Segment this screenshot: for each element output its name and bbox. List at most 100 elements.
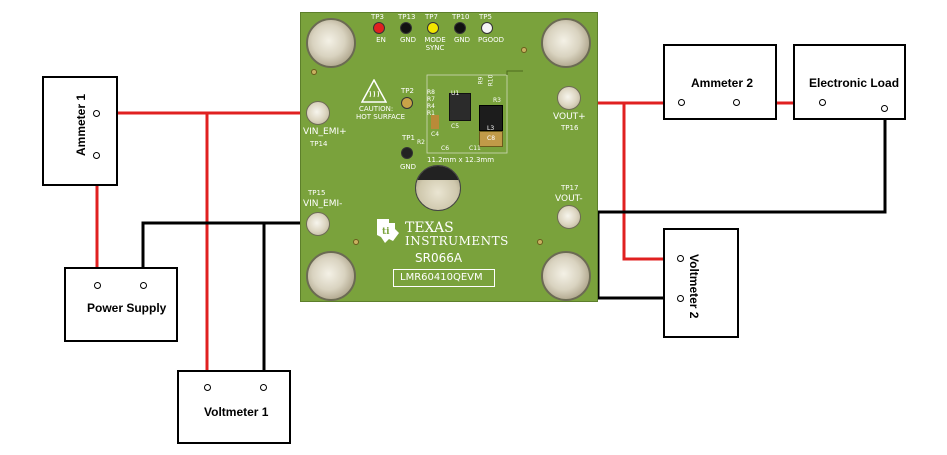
vout-positive-tp: TP16 bbox=[561, 124, 579, 132]
svg-text:ti: ti bbox=[382, 227, 390, 237]
power-supply-box: Power Supply bbox=[64, 267, 178, 342]
test-point-1 bbox=[400, 22, 412, 34]
ammeter-2-box: Ammeter 2 bbox=[663, 44, 777, 120]
ammeter-2-terminal-negative bbox=[733, 99, 740, 106]
test-point-name: PGOOD bbox=[478, 36, 505, 44]
ic-u1 bbox=[449, 93, 471, 121]
test-point-name: GND bbox=[399, 36, 417, 44]
voltmeter-1-box: Voltmeter 1 bbox=[177, 370, 291, 444]
test-point-id: TP13 bbox=[398, 13, 416, 21]
mounting-hole-top-left bbox=[306, 18, 356, 68]
voltmeter-1-label: Voltmeter 1 bbox=[204, 405, 269, 419]
vin-emi-positive-label: VIN_EMI+ bbox=[303, 127, 347, 137]
tp2-label: TP2 bbox=[401, 87, 414, 95]
vout-negative-tp: TP17 bbox=[561, 184, 579, 192]
test-point-id: TP7 bbox=[425, 13, 438, 21]
component-ref-label: U1 bbox=[451, 90, 460, 97]
electronic-load-label: Electronic Load bbox=[809, 76, 900, 90]
board-dimensions-text: 11.2mm x 12.3mm bbox=[427, 156, 495, 164]
inductor-l3 bbox=[479, 105, 503, 131]
component-ref-label: C11 bbox=[469, 145, 481, 152]
mounting-hole-bottom-right bbox=[541, 251, 591, 301]
hot-surface-warning-icon bbox=[361, 79, 387, 103]
large-capacitor bbox=[415, 165, 461, 211]
caution-text: CAUTION: bbox=[359, 105, 394, 113]
component-ref-label: R10 bbox=[487, 74, 495, 87]
board-code: SR066A bbox=[415, 251, 463, 265]
vout-negative-post bbox=[557, 205, 581, 229]
vout-positive-label: VOUT+ bbox=[553, 112, 586, 122]
component-ref-label: R8 bbox=[427, 89, 435, 96]
ammeter-2-terminal-positive bbox=[678, 99, 685, 106]
voltmeter-1-terminal-negative bbox=[260, 384, 267, 391]
vin-emi-negative-post bbox=[306, 212, 330, 236]
component-ref-label: C8 bbox=[487, 135, 496, 142]
electronic-load-terminal-positive bbox=[819, 99, 826, 106]
wire-voltmeter2-to-vout-pos bbox=[622, 103, 680, 261]
negative-wires bbox=[141, 108, 887, 388]
brand-line-1: TEXAS bbox=[405, 220, 454, 236]
voltmeter-2-box: Voltmeter 2 bbox=[663, 228, 739, 338]
ammeter-1-terminal-negative bbox=[93, 152, 100, 159]
test-point-id: TP5 bbox=[479, 13, 492, 21]
wire-voltmeter2-to-vout-neg bbox=[596, 212, 680, 300]
ammeter-2-label: Ammeter 2 bbox=[691, 76, 754, 90]
component-ref-label: R1 bbox=[427, 110, 435, 117]
capacitor-c11 bbox=[479, 131, 503, 147]
tp1-gnd-label: GND bbox=[400, 163, 417, 171]
electronic-load-box: Electronic Load bbox=[793, 44, 906, 120]
test-point-name: MODE SYNC bbox=[424, 36, 446, 52]
capacitor-c4 bbox=[431, 115, 439, 129]
test-point-id: TP3 bbox=[371, 13, 384, 21]
test-point-4 bbox=[481, 22, 493, 34]
vout-negative-label: VOUT- bbox=[555, 194, 583, 204]
vin-emi-positive-post bbox=[306, 101, 330, 125]
vin-emi-negative-label: VIN_EMI- bbox=[303, 199, 343, 209]
circuit-area-outline bbox=[426, 70, 523, 154]
test-point-3 bbox=[454, 22, 466, 34]
component-ref-label: C6 bbox=[441, 145, 450, 152]
ammeter-1-label: Ammeter 1 bbox=[74, 93, 88, 156]
component-ref-label: R4 bbox=[427, 103, 435, 110]
test-point-id: TP10 bbox=[452, 13, 470, 21]
component-ref-label: R7 bbox=[427, 96, 435, 103]
wire-power-supply-to-vin-neg bbox=[141, 221, 316, 285]
component-ref-label: C4 bbox=[431, 131, 440, 138]
texas-instruments-logo-icon: ti bbox=[377, 219, 399, 243]
component-ref-label: R9 bbox=[477, 76, 485, 85]
brand-line-2: INSTRUMENTS bbox=[405, 234, 509, 248]
vin-emi-negative-tp: TP15 bbox=[308, 189, 326, 197]
board-name: LMR60410QEVM bbox=[400, 272, 483, 283]
via bbox=[311, 69, 317, 75]
vout-positive-post bbox=[557, 86, 581, 110]
mounting-hole-top-right bbox=[541, 18, 591, 68]
component-ref-label: L3 bbox=[487, 125, 495, 132]
electronic-load-terminal-negative bbox=[881, 105, 888, 112]
tp2-test-point bbox=[401, 97, 413, 109]
board-name-frame: LMR60410QEVM bbox=[393, 269, 495, 287]
ammeter-1-terminal-positive bbox=[93, 110, 100, 117]
voltmeter-2-label: Voltmeter 2 bbox=[687, 254, 701, 319]
via bbox=[353, 239, 359, 245]
power-supply-label: Power Supply bbox=[87, 301, 167, 315]
component-ref-label: R3 bbox=[493, 97, 501, 104]
component-ref-label: C5 bbox=[451, 123, 460, 130]
voltmeter-2-terminal-positive bbox=[677, 255, 684, 262]
test-point-name: GND bbox=[453, 36, 471, 44]
power-supply-terminal-negative bbox=[140, 282, 147, 289]
voltmeter-1-terminal-positive bbox=[204, 384, 211, 391]
test-point-2 bbox=[427, 22, 439, 34]
power-supply-terminal-positive bbox=[94, 282, 101, 289]
tp1-test-point bbox=[401, 147, 413, 159]
test-point-0 bbox=[373, 22, 385, 34]
hot-surface-text: HOT SURFACE bbox=[356, 113, 406, 121]
wire-vout-neg-to-load bbox=[568, 108, 887, 214]
tp1-label: TP1 bbox=[402, 134, 415, 142]
via bbox=[521, 47, 527, 53]
vin-emi-positive-tp: TP14 bbox=[310, 140, 328, 148]
test-point-name: EN bbox=[376, 36, 386, 44]
voltmeter-2-terminal-negative bbox=[677, 295, 684, 302]
